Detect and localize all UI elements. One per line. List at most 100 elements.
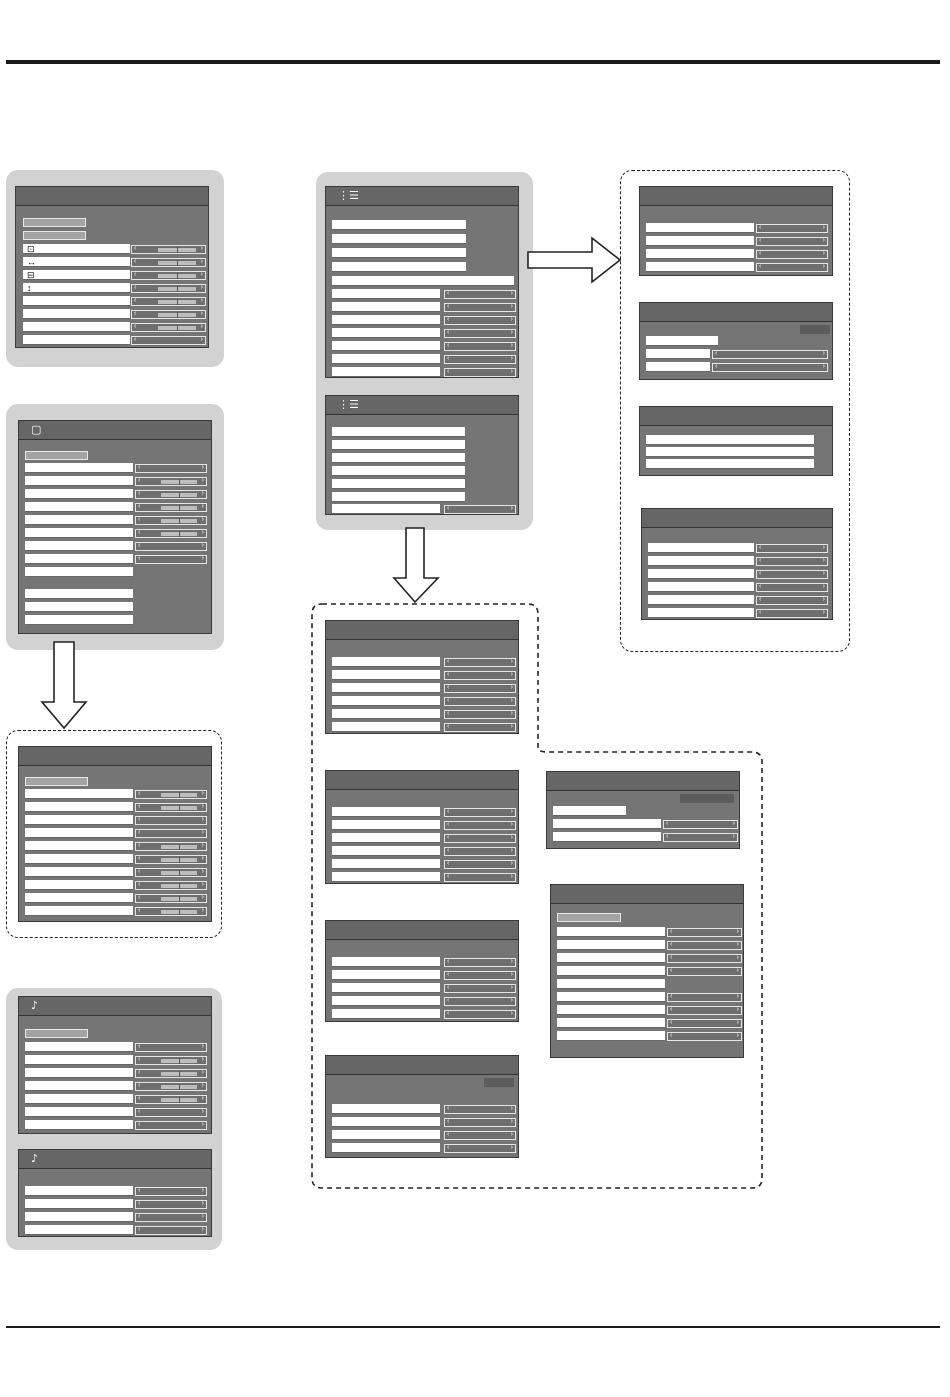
row-control[interactable]: ‹›: [135, 1069, 207, 1078]
row-control[interactable]: ‹›: [444, 671, 516, 680]
row-control[interactable]: ‹›: [444, 958, 516, 967]
left-arrow-icon[interactable]: ‹: [447, 1144, 450, 1151]
left-arrow-icon[interactable]: ‹: [138, 1056, 141, 1063]
right-arrow-icon[interactable]: ›: [510, 697, 513, 704]
right-arrow-icon[interactable]: ›: [510, 971, 513, 978]
row-control[interactable]: ‹›: [667, 928, 742, 937]
row-control[interactable]: ‹›: [667, 1006, 742, 1015]
menu-row[interactable]: ‹›: [332, 859, 516, 869]
right-arrow-icon[interactable]: ›: [510, 958, 513, 965]
menu-row[interactable]: ‹›: [332, 807, 516, 817]
row-control[interactable]: ‹›: [667, 967, 742, 976]
menu-row[interactable]: ‹›: [557, 1005, 742, 1015]
menu-row[interactable]: ‹›: [332, 872, 516, 882]
menu-row[interactable]: ‹›: [332, 970, 516, 980]
menu-row[interactable]: [332, 234, 516, 244]
right-arrow-icon[interactable]: ›: [736, 954, 739, 961]
menu-row[interactable]: ‹›: [23, 335, 206, 345]
right-arrow-icon[interactable]: ›: [822, 250, 825, 257]
menu-row[interactable]: ‹›: [332, 1143, 516, 1153]
left-arrow-icon[interactable]: ‹: [447, 671, 450, 678]
menu-row[interactable]: ‹›: [332, 657, 516, 667]
menu-row[interactable]: ‹›: [25, 489, 209, 499]
left-arrow-icon[interactable]: ‹: [447, 684, 450, 691]
menu-row[interactable]: ‹›: [25, 554, 209, 564]
right-arrow-icon[interactable]: ›: [510, 303, 513, 310]
row-control[interactable]: ‹›: [444, 342, 516, 351]
row-control[interactable]: ‹›: [444, 1010, 516, 1019]
row-control[interactable]: ‹›: [756, 224, 828, 233]
menu-row[interactable]: ‹›: [332, 833, 516, 843]
right-arrow-icon[interactable]: ›: [510, 290, 513, 297]
left-arrow-icon[interactable]: ‹: [447, 808, 450, 815]
menu-row[interactable]: ‹›: [25, 867, 209, 877]
right-arrow-icon[interactable]: ›: [200, 284, 203, 291]
left-arrow-icon[interactable]: ‹: [447, 821, 450, 828]
menu-row[interactable]: ‹›: [557, 1018, 742, 1028]
left-arrow-icon[interactable]: ‹: [134, 284, 137, 291]
row-control[interactable]: ‹›: [756, 263, 828, 272]
row-control[interactable]: ‹›: [444, 1144, 516, 1153]
row-control[interactable]: ‹›: [756, 557, 828, 566]
menu-row[interactable]: ‹›: [25, 828, 209, 838]
menu-row[interactable]: [553, 806, 737, 816]
menu-row[interactable]: ‹›: [557, 992, 742, 1002]
right-arrow-icon[interactable]: ›: [510, 658, 513, 665]
row-control[interactable]: ‹›: [444, 1105, 516, 1114]
menu-row[interactable]: ‹›: [332, 683, 516, 693]
left-arrow-icon[interactable]: ‹: [670, 928, 673, 935]
right-arrow-icon[interactable]: ›: [201, 529, 204, 536]
right-arrow-icon[interactable]: ›: [510, 821, 513, 828]
left-arrow-icon[interactable]: ‹: [759, 263, 762, 270]
row-control[interactable]: ‹›: [135, 477, 207, 486]
right-arrow-icon[interactable]: ›: [736, 1032, 739, 1039]
row-control[interactable]: ‹›: [712, 350, 828, 359]
menu-tab[interactable]: [25, 777, 88, 786]
row-control[interactable]: ‹›: [444, 697, 516, 706]
row-control[interactable]: ‹›: [135, 868, 207, 877]
left-arrow-icon[interactable]: ‹: [134, 310, 137, 317]
right-arrow-icon[interactable]: ›: [201, 1082, 204, 1089]
right-arrow-icon[interactable]: ›: [822, 596, 825, 603]
left-arrow-icon[interactable]: ‹: [670, 1032, 673, 1039]
row-control[interactable]: ‹›: [135, 542, 207, 551]
left-arrow-icon[interactable]: ‹: [138, 855, 141, 862]
row-control[interactable]: ‹›: [444, 821, 516, 830]
right-arrow-icon[interactable]: ›: [510, 329, 513, 336]
right-arrow-icon[interactable]: ›: [201, 464, 204, 471]
right-arrow-icon[interactable]: ›: [201, 503, 204, 510]
row-control[interactable]: ‹›: [131, 284, 206, 293]
menu-row[interactable]: ‹›: [332, 1130, 516, 1140]
menu-row[interactable]: ‹›: [553, 832, 738, 842]
menu-row[interactable]: [332, 453, 516, 463]
left-arrow-icon[interactable]: ‹: [759, 237, 762, 244]
menu-row[interactable]: ‹›: [557, 966, 742, 976]
right-arrow-icon[interactable]: ›: [510, 834, 513, 841]
row-control[interactable]: ‹›: [756, 237, 828, 246]
row-control[interactable]: ‹›: [667, 954, 742, 963]
left-arrow-icon[interactable]: ‹: [138, 1200, 141, 1207]
menu-row[interactable]: ‹›: [332, 302, 516, 312]
left-arrow-icon[interactable]: ‹: [447, 505, 450, 512]
menu-row[interactable]: ‹›: [646, 249, 830, 259]
menu-row[interactable]: [332, 262, 516, 272]
left-arrow-icon[interactable]: ‹: [447, 1105, 450, 1112]
row-control[interactable]: ‹›: [135, 464, 207, 473]
right-arrow-icon[interactable]: ›: [201, 490, 204, 497]
menu-row[interactable]: ‹›: [25, 1107, 209, 1117]
row-control[interactable]: ‹›: [444, 658, 516, 667]
left-arrow-icon[interactable]: ‹: [134, 271, 137, 278]
menu-row[interactable]: ‹›: [25, 1055, 209, 1065]
menu-row[interactable]: ‹›: [648, 543, 830, 553]
left-arrow-icon[interactable]: ‹: [447, 834, 450, 841]
left-arrow-icon[interactable]: ‹: [447, 355, 450, 362]
right-arrow-icon[interactable]: ›: [822, 224, 825, 231]
row-control[interactable]: ‹›: [756, 609, 828, 618]
row-control[interactable]: ‹›: [444, 860, 516, 869]
menu-tab[interactable]: [25, 1029, 88, 1038]
left-arrow-icon[interactable]: ‹: [138, 790, 141, 797]
right-arrow-icon[interactable]: ›: [510, 808, 513, 815]
menu-row[interactable]: ‹›: [25, 854, 209, 864]
row-control[interactable]: ‹›: [135, 790, 207, 799]
right-arrow-icon[interactable]: ›: [510, 873, 513, 880]
